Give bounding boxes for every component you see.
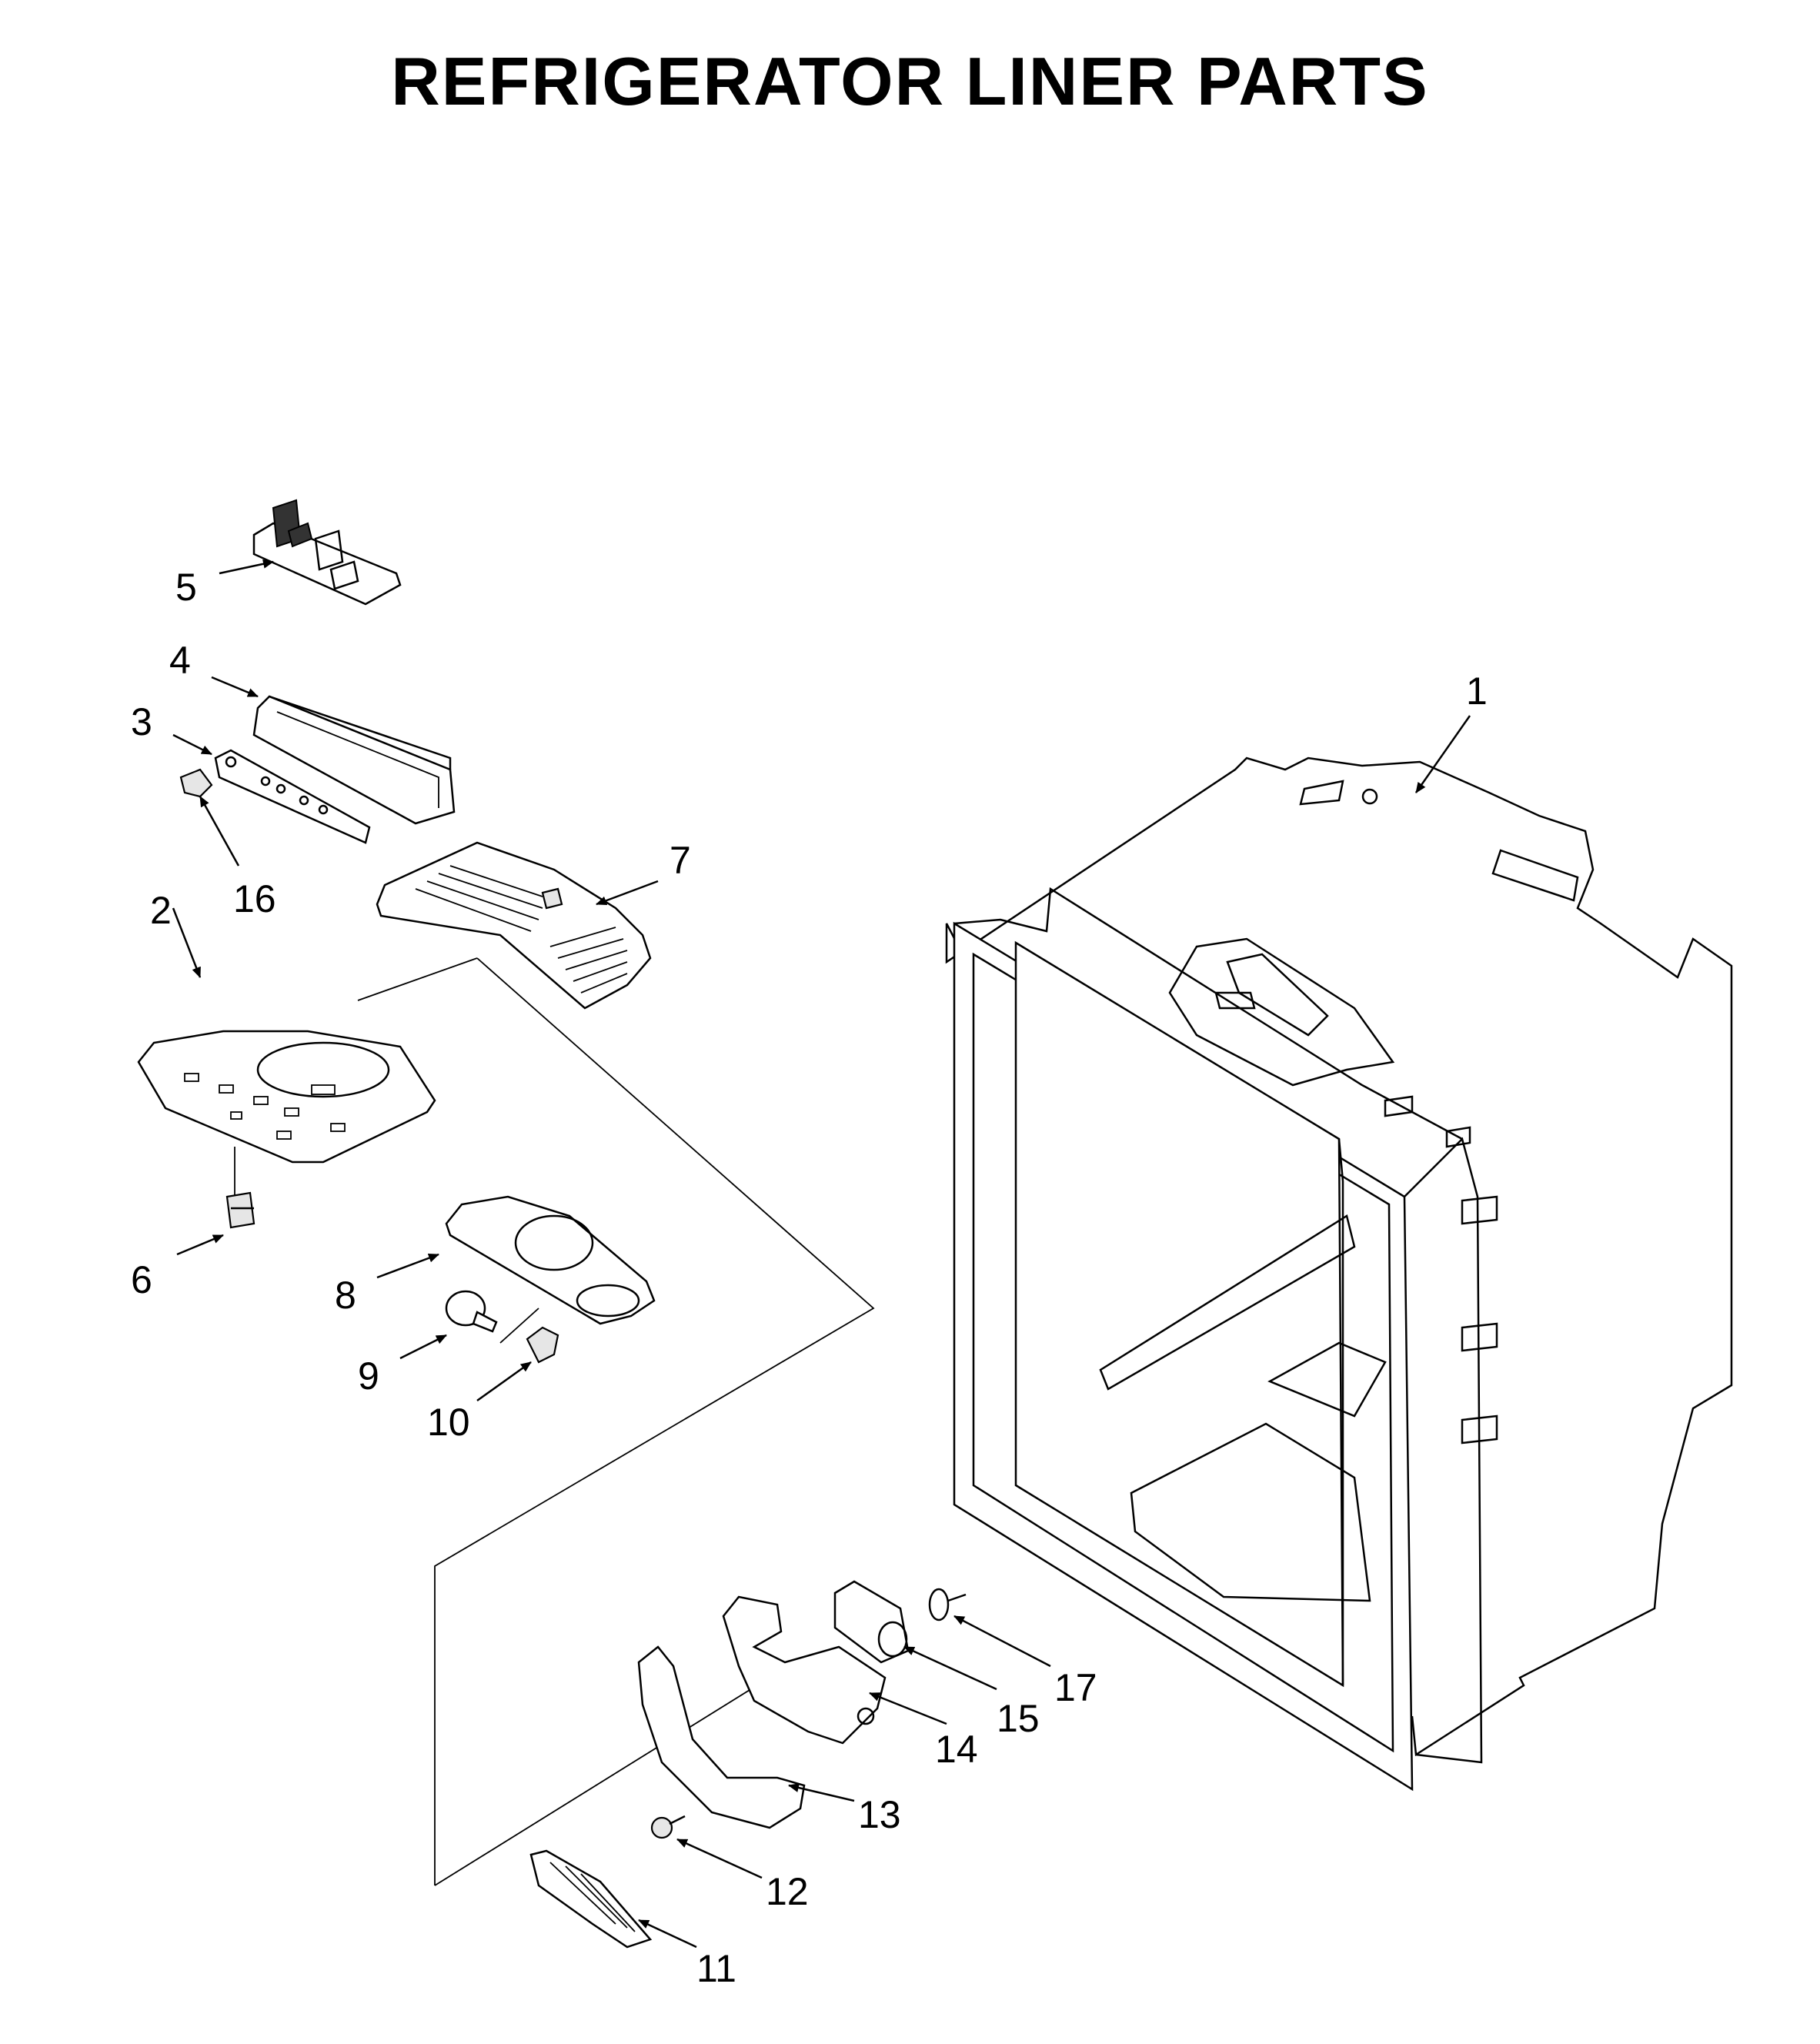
knob-part-16 bbox=[179, 768, 213, 798]
callout-16: 16 bbox=[233, 877, 276, 920]
callout-13: 13 bbox=[858, 1793, 901, 1836]
control-housing-part-14 bbox=[722, 1595, 887, 1745]
callout-labels: 1 2 3 4 5 6 7 8 9 10 11 12 13 14 15 16 1… bbox=[131, 566, 1488, 1990]
callout-14: 14 bbox=[935, 1728, 978, 1771]
callout-6: 6 bbox=[131, 1258, 152, 1301]
light-shield-part-8 bbox=[445, 1195, 656, 1325]
callout-12: 12 bbox=[766, 1870, 809, 1913]
liner-part-1 bbox=[945, 756, 1733, 1792]
air-duct-cover-part-7 bbox=[376, 841, 652, 1010]
screw-part-12 bbox=[650, 1815, 686, 1839]
callout-8: 8 bbox=[335, 1274, 356, 1317]
cover-part-13 bbox=[637, 1645, 806, 1829]
control-housing-part-4 bbox=[252, 695, 456, 825]
screw-part-17 bbox=[928, 1588, 967, 1622]
socket-part-10 bbox=[526, 1326, 559, 1364]
callout-2: 2 bbox=[150, 889, 172, 932]
callout-7: 7 bbox=[670, 839, 691, 882]
callout-17: 17 bbox=[1054, 1666, 1097, 1709]
thermostat-part-15 bbox=[833, 1580, 910, 1664]
trim-part-11 bbox=[529, 1849, 653, 1949]
callout-arrows bbox=[172, 559, 1471, 1949]
callout-11: 11 bbox=[696, 1947, 736, 1990]
switch-part-6 bbox=[225, 1191, 255, 1229]
callout-15: 15 bbox=[997, 1697, 1040, 1740]
control-overlay-part-3 bbox=[214, 749, 371, 844]
diagram-title: REFRIGERATOR LINER PARTS bbox=[391, 43, 1429, 119]
callout-10: 10 bbox=[427, 1401, 470, 1444]
callout-4: 4 bbox=[169, 639, 191, 682]
light-housing-part-2 bbox=[137, 1030, 436, 1164]
callout-9: 9 bbox=[358, 1354, 379, 1398]
control-board-part-5 bbox=[252, 499, 402, 606]
bulb-part-9 bbox=[445, 1290, 498, 1333]
callout-5: 5 bbox=[175, 566, 197, 609]
callout-3: 3 bbox=[131, 700, 152, 743]
callout-1: 1 bbox=[1466, 670, 1488, 713]
